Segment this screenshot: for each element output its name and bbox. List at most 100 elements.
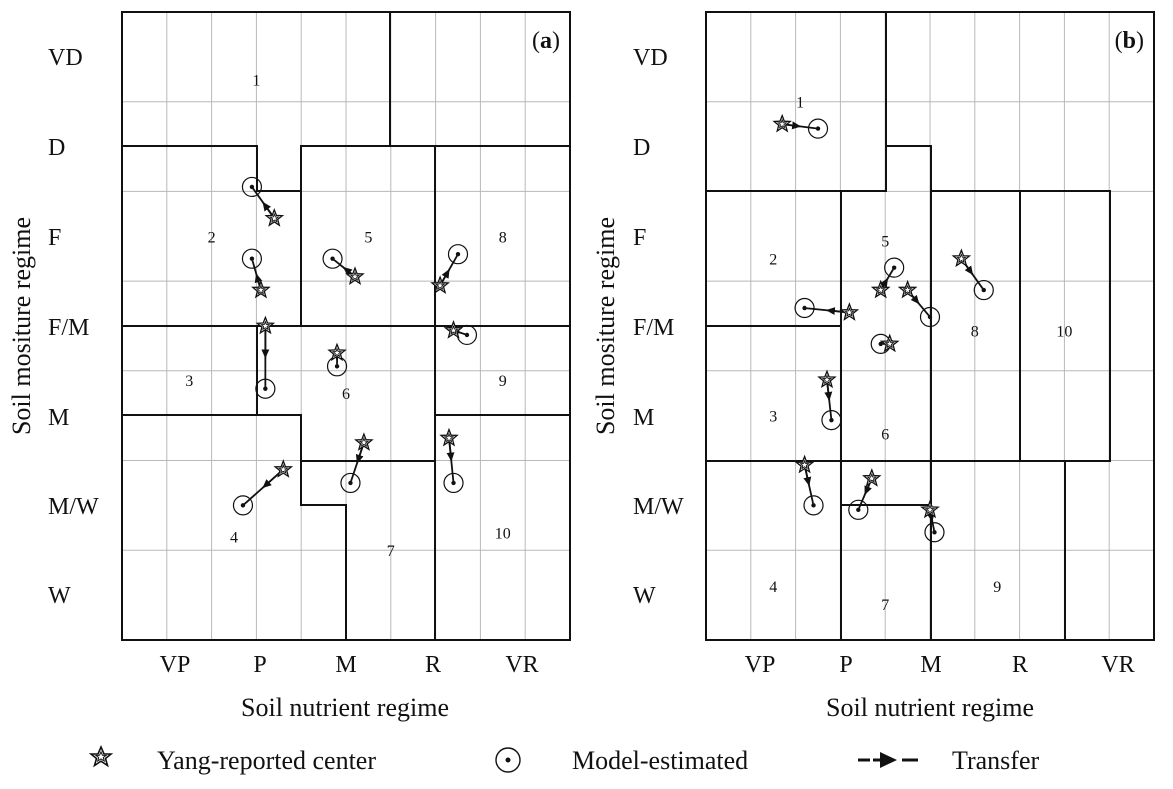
panel-b-y-axis-title: Soil mositure regime [591,217,620,435]
panel-b-y-tick-fm: F/M [633,315,674,341]
panel-b-y-tick-d: D [633,135,650,161]
yang-reported-star-inner [924,504,936,515]
panel-b-transfer-marks [772,113,994,543]
panel-b-transfer-3 [817,369,842,431]
panel-a-x-tick-p: P [253,652,266,678]
yang-reported-star-inner [799,459,810,470]
panel-b-x-tick-m: M [920,652,941,678]
model-estimated-circle-icon [803,495,824,516]
yang-reported-star-inner [443,432,455,443]
panel-b-zone-1-boundary [706,12,887,192]
panel-a-tag: (a) [532,28,560,54]
model-estimated-dot [240,503,246,508]
legend-dashed-arrow-icon [858,752,918,768]
panel-b-transfer-6 [870,333,900,354]
panel-b-zone-label-4: 4 [769,579,777,596]
yang-reported-star-icon [870,279,891,299]
legend-star-icon [88,744,114,768]
panel-a-transfer-9 [443,320,478,346]
panel-b-zone-label-7: 7 [881,597,889,614]
panel-a-transfer-7 [340,432,374,494]
panel-a-transfer-3 [255,315,276,399]
model-estimated-dot [802,305,807,311]
panel-a-x-tick-m: M [335,652,356,678]
legend-circle-label: Model-estimated [572,746,748,775]
panel-a-y-tick-d: D [48,135,65,161]
model-estimated-dot [348,480,353,486]
yang-reported-star-inner [448,324,459,335]
legend: Yang-reported center Model-estimated Tra… [88,744,1039,775]
yang-reported-star-inner [866,472,878,483]
yang-reported-star-inner [844,307,855,317]
yang-reported-star-icon [794,454,815,474]
yang-reported-star-icon [251,279,271,299]
model-estimated-circle-icon [443,472,464,494]
panel-a-transfer-4 [232,459,294,516]
yang-reported-star-inner [902,284,913,295]
panel-a-zone-label-8: 8 [499,229,507,246]
yang-reported-star-inner [331,347,343,358]
panel-b-zone-label-2: 2 [769,252,777,269]
panel-b-zone-borders [705,11,1155,641]
model-estimated-circle-icon [821,410,842,431]
yang-reported-star-icon [430,275,450,294]
panel-a-y-tick-vd: VD [48,45,83,71]
panel-a-x-tick-vp: VP [160,652,191,678]
yang-reported-star-icon [879,333,900,353]
model-estimated-circle-icon [232,495,254,516]
model-estimated-dot [249,184,255,190]
transfer-arrow-icon [879,277,889,288]
panel-b-zone-label-3: 3 [769,409,777,426]
panel-a-transfer-marks [232,176,478,516]
panel-a-transfer-5 [322,248,365,285]
panel-a-x-axis-title: Soil nutrient regime [241,693,449,722]
model-estimated-circle-icon [848,499,869,520]
model-estimated-dot [932,530,937,535]
yang-reported-star-inner [269,212,280,223]
panel-a-y-tick-fm: F/M [48,315,89,341]
model-estimated-circle-icon [924,522,945,543]
model-estimated-circle-icon [807,118,829,139]
model-estimated-dot [981,287,986,293]
legend-transfer-label: Transfer [952,746,1039,775]
panel-b-x-axis-title: Soil nutrient regime [826,693,1034,722]
panel-b-transfer-5 [848,468,882,520]
model-estimated-circle-icon [340,472,361,494]
model-estimated-dot [249,256,255,261]
panel-b-x-tick-p: P [839,652,852,678]
panel-b-x-tick-vr: VR [1101,652,1134,678]
transfer-arrow-icon [451,326,462,334]
yang-reported-star-icon [772,113,792,133]
model-estimated-circle-icon [447,244,469,265]
yang-reported-star-inner [884,338,895,349]
model-estimated-dot [927,314,933,320]
model-estimated-dot [464,332,470,338]
yang-reported-star-icon [951,248,972,268]
model-estimated-dot [829,417,834,423]
yang-reported-star-icon [354,432,374,451]
transfer-arrow-icon [926,512,935,523]
panel-b-transfer-10 [951,248,994,301]
yang-reported-star-inner [349,271,361,282]
legend-star-label: Yang-reported center [157,746,376,775]
yang-reported-star-inner [260,320,271,331]
model-estimated-dot [811,503,816,508]
model-estimated-circle-icon [973,279,994,301]
transfer-arrow-icon [342,266,353,276]
panel-a-transfer-6 [326,342,348,377]
panel-a-x-tick-r: R [425,652,441,678]
transfer-arrow-icon [355,446,364,464]
yang-reported-star-inner [821,374,833,385]
panel-b-zone-label-9: 9 [993,579,1001,596]
yang-reported-star-inner [278,464,289,474]
panel-a-zone-label-7: 7 [387,543,395,560]
panel-b-transfer-2 [794,297,860,321]
panel-b-zone-label-5: 5 [881,234,889,251]
yang-reported-star-icon [345,266,365,285]
panel-b-zone-boundaries-horizontal [706,145,1111,506]
yang-reported-star-icon [861,468,882,487]
panel-a-y-tick-f: F [48,225,61,251]
